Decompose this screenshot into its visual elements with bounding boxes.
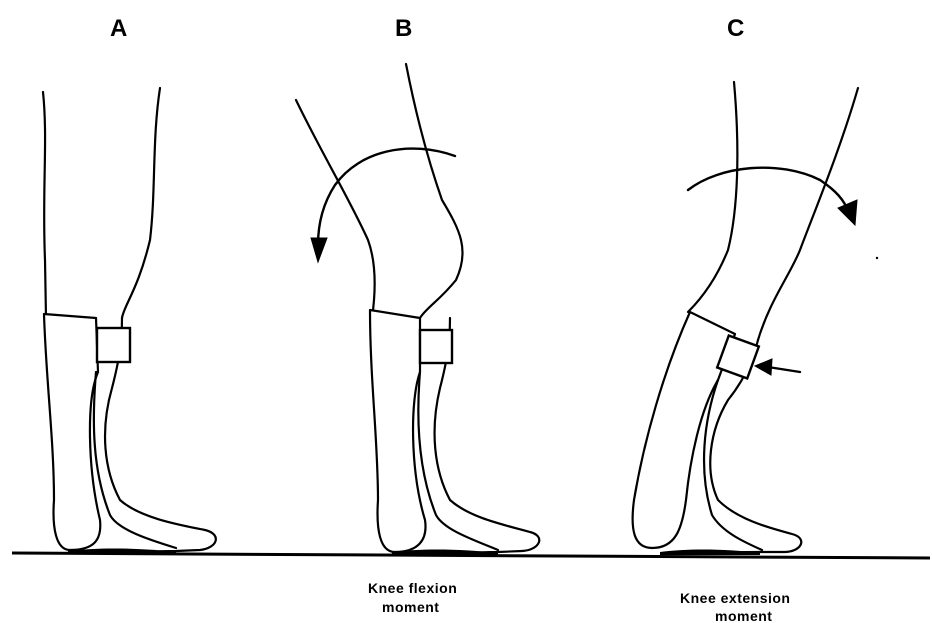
panel-c-sole <box>660 549 760 555</box>
panel-b-caption-line2: moment <box>382 599 439 615</box>
panel-c-letter: C <box>727 15 744 42</box>
panel-b-inner-line <box>418 372 498 550</box>
panel-c-extension-arrowhead <box>838 200 857 225</box>
panel-a-brace <box>44 314 100 550</box>
panel-c-brace <box>633 312 735 548</box>
panel-c-force-arrow-shaft <box>768 367 800 372</box>
panel-b-leg-outline <box>296 64 463 318</box>
panel-b-flexion-arrow <box>318 149 455 245</box>
panel-b-flexion-arrowhead <box>311 238 327 262</box>
panel-b-strap <box>420 330 452 363</box>
panel-a: A <box>43 15 216 554</box>
panel-c: C Knee extension moment <box>633 15 858 623</box>
panel-c-caption-line1: Knee extension <box>680 590 790 606</box>
panel-b-letter: B <box>395 15 412 42</box>
panel-a-leg-outline <box>43 88 160 318</box>
panel-c-leg-outline <box>688 82 858 340</box>
panel-c-force-arrowhead <box>755 359 772 375</box>
panel-b-brace <box>370 310 426 552</box>
panel-b-caption-line1: Knee flexion <box>368 580 457 596</box>
panel-c-caption-line2: moment <box>715 608 772 623</box>
panel-b: B Knee flexion moment <box>296 15 539 615</box>
panel-a-strap <box>97 328 130 362</box>
speck <box>876 257 878 259</box>
panel-c-inner-line <box>704 380 762 550</box>
panel-a-letter: A <box>110 15 127 42</box>
